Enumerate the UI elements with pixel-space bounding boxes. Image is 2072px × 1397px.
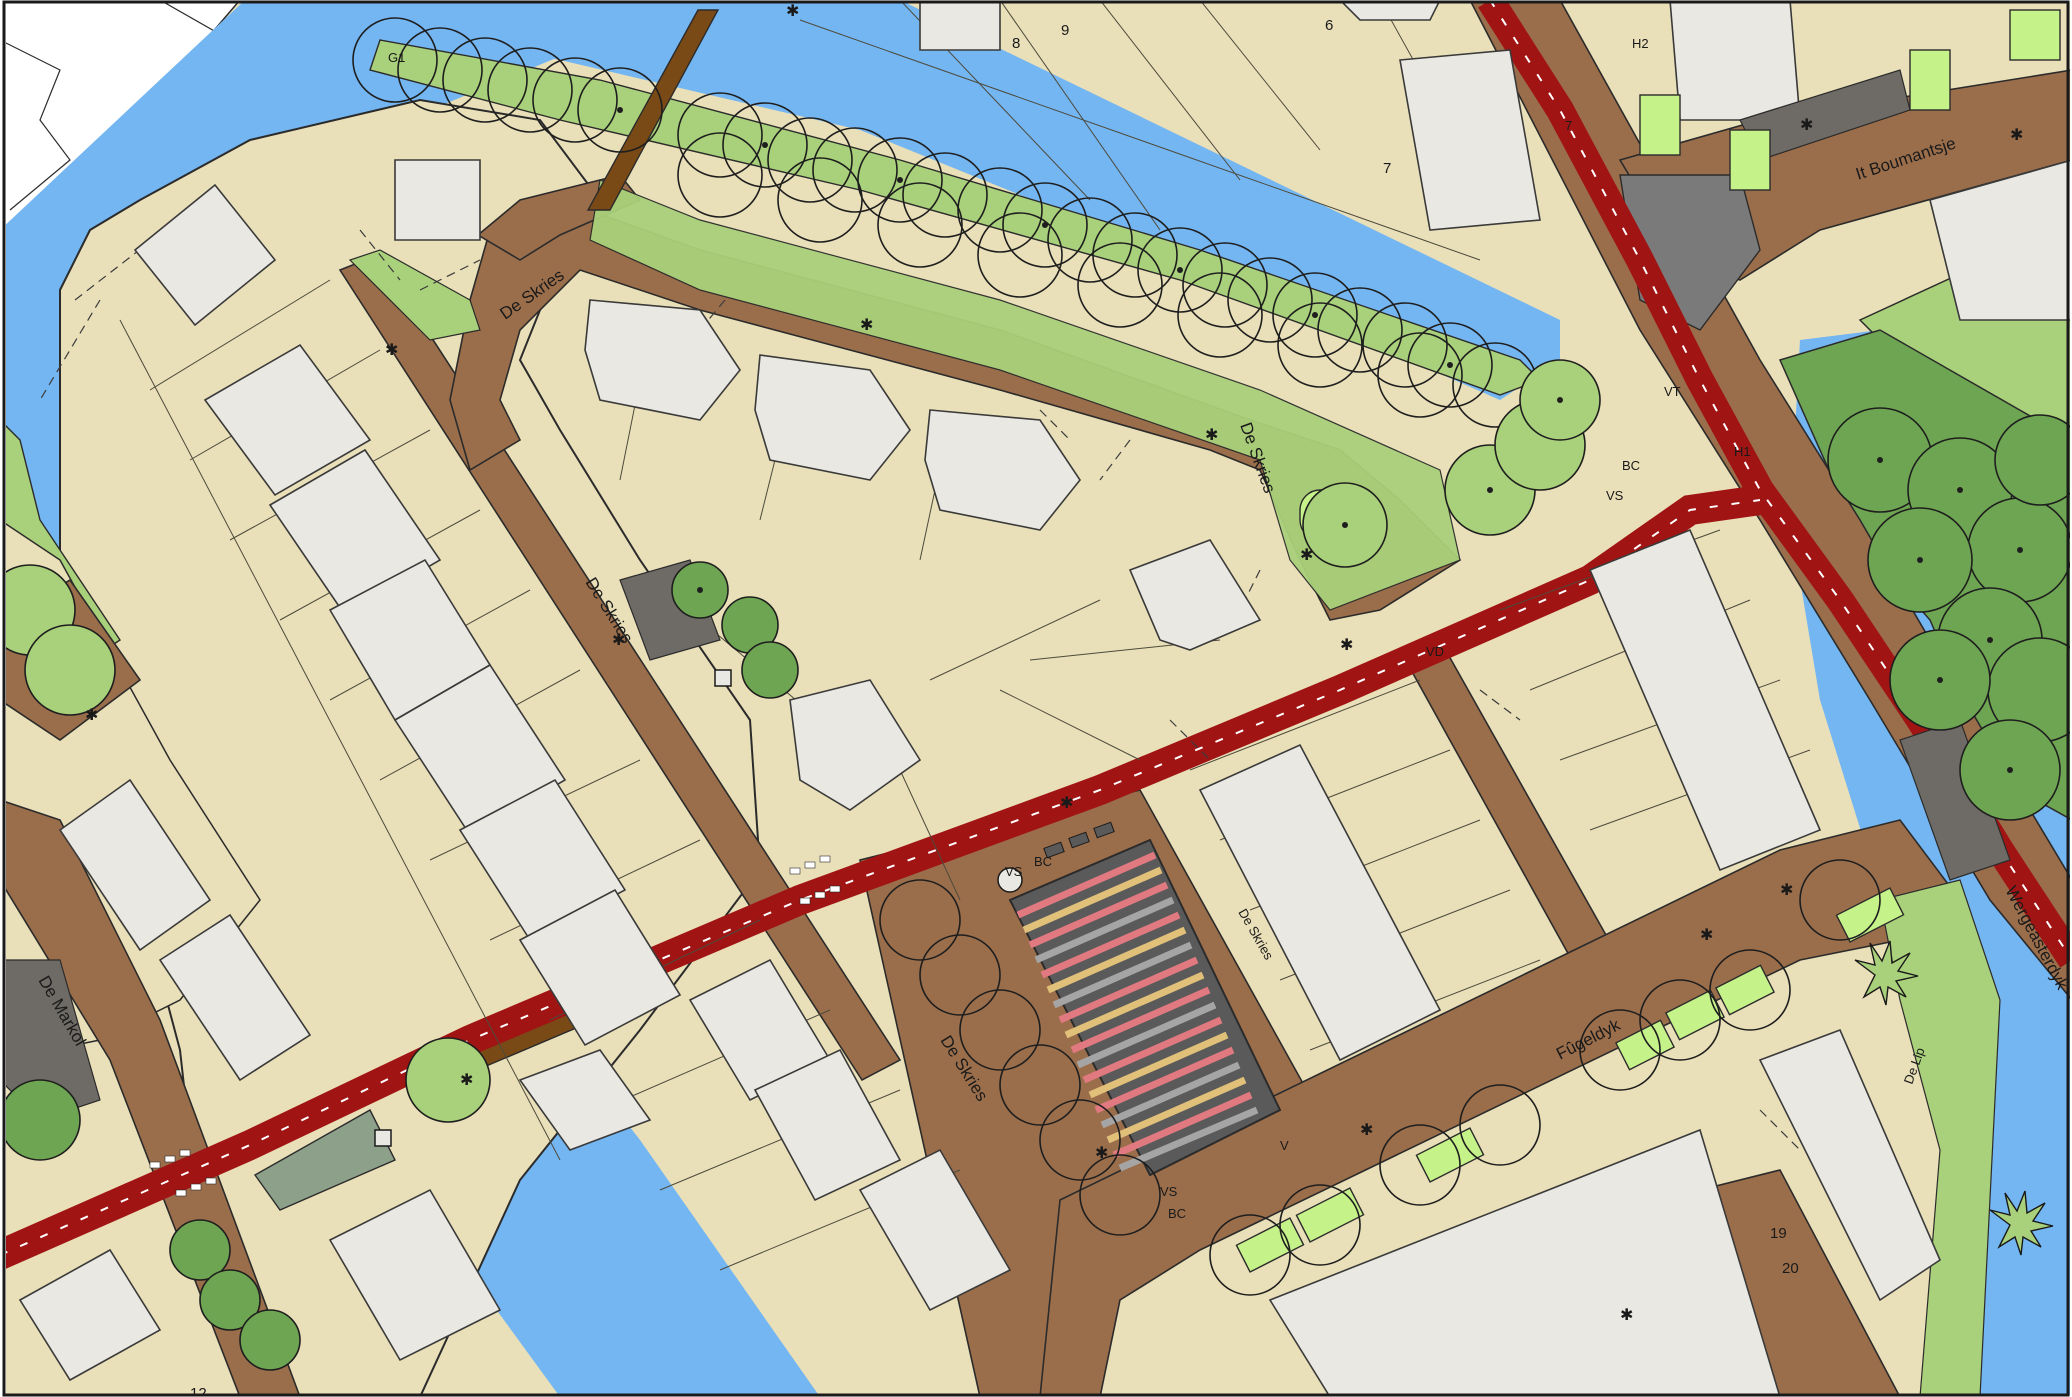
plot-number: 20 xyxy=(1782,1260,1799,1277)
svg-text:✱: ✱ xyxy=(2010,125,2023,144)
houses-south xyxy=(518,958,1012,1312)
svg-text:BC: BC xyxy=(1034,854,1052,869)
svg-text:✱: ✱ xyxy=(1700,925,1713,944)
svg-text:VT: VT xyxy=(1664,384,1681,399)
houses-west xyxy=(18,159,682,1382)
svg-text:BC: BC xyxy=(1622,458,1640,473)
svg-text:V: V xyxy=(1280,1138,1289,1153)
svg-text:VS: VS xyxy=(1160,1184,1178,1199)
svg-text:VS: VS xyxy=(1606,488,1624,503)
waste-container-icon xyxy=(374,669,1115,1147)
plot-number: 9 xyxy=(1061,22,1069,39)
svg-text:VD: VD xyxy=(1426,644,1444,659)
bridge-north xyxy=(586,9,720,211)
plot-number: 7 xyxy=(1383,160,1391,177)
svg-text:✱: ✱ xyxy=(1095,1143,1108,1162)
plot-number: 8 xyxy=(1012,35,1020,52)
road-fugeldyk xyxy=(1039,819,1962,1395)
svg-text:✱: ✱ xyxy=(1620,1305,1633,1324)
svg-text:✱: ✱ xyxy=(1360,1120,1373,1139)
lamp-post-icon: ✱ ✱ ✱ ✱ ✱ ✱ ✱ ✱ ✱ ✱ ✱ ✱ ✱ ✱ ✱ ✱ ✱ xyxy=(85,1,2023,1324)
svg-text:✱: ✱ xyxy=(1340,635,1353,654)
svg-text:✱: ✱ xyxy=(85,705,98,724)
plot-number: 19 xyxy=(1770,1225,1787,1242)
plot-numbers: 6 7 8 9 12 19 20 7 xyxy=(190,17,1799,1397)
svg-text:H1: H1 xyxy=(1734,444,1751,459)
trees xyxy=(6,17,2070,1371)
svg-text:✱: ✱ xyxy=(1800,115,1813,134)
palm-tree-icon xyxy=(1854,940,2054,1256)
svg-text:H2: H2 xyxy=(1632,36,1649,51)
svg-text:VS: VS xyxy=(1005,864,1023,879)
svg-text:G1: G1 xyxy=(388,50,405,65)
svg-text:✱: ✱ xyxy=(1300,545,1313,564)
svg-text:✱: ✱ xyxy=(860,315,873,334)
svg-text:✱: ✱ xyxy=(460,1070,473,1089)
svg-text:✱: ✱ xyxy=(385,340,398,359)
svg-text:✱: ✱ xyxy=(786,1,799,20)
plot-number: 7 xyxy=(1565,118,1572,133)
svg-text:BC: BC xyxy=(1168,1206,1186,1221)
svg-text:✱: ✱ xyxy=(1205,425,1218,444)
plot-number: 12 xyxy=(190,1385,207,1397)
playground xyxy=(1008,838,1282,1177)
svg-text:✱: ✱ xyxy=(612,630,625,649)
symbol-labels: G1 H1 H2 BC VS VS BC VS BC VD V VT xyxy=(388,36,1751,1221)
houses-east xyxy=(919,2,2070,1395)
houses-north-block xyxy=(584,299,1262,811)
plot-number: 6 xyxy=(1325,17,1333,34)
svg-text:✱: ✱ xyxy=(1780,880,1793,899)
svg-text:✱: ✱ xyxy=(1060,793,1073,812)
